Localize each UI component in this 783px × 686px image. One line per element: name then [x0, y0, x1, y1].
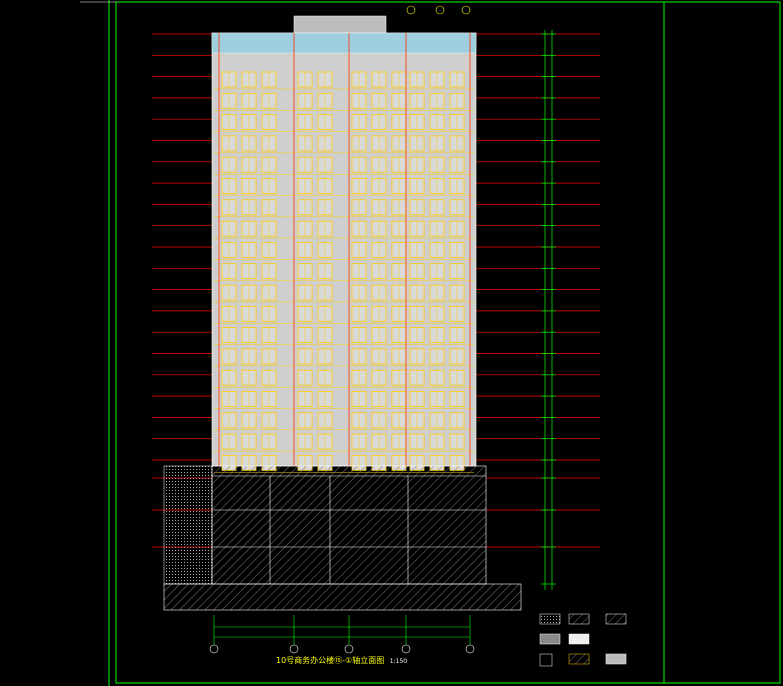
- material-swatch-4: [539, 633, 561, 645]
- bottom-dimension-chain: [213, 615, 471, 645]
- roof-parapet: [293, 15, 387, 34]
- material-swatch-5: [568, 633, 590, 645]
- material-swatch-7: [539, 653, 553, 667]
- drawing-title: 10号商务办公楼⑮-①轴立面图 1:150: [276, 655, 407, 666]
- roof-band: [211, 32, 477, 54]
- podium-left-wing: [163, 465, 213, 585]
- window-grid: [214, 71, 474, 473]
- drawing-title-text: 10号商务办公楼⑮-①轴立面图: [276, 656, 385, 665]
- top-axis-bubbles: [406, 5, 471, 15]
- material-swatch-2: [568, 613, 590, 625]
- podium-grid: [212, 475, 486, 584]
- ground-slab: [163, 583, 522, 611]
- drawing-scale: 1:150: [389, 658, 408, 665]
- legend-panel: [539, 613, 627, 667]
- axis-bubbles: [209, 644, 475, 654]
- podium-base: [211, 465, 487, 585]
- right-dimension-chain: [541, 30, 556, 590]
- level-lines: [152, 33, 600, 548]
- column-lines: [218, 33, 471, 466]
- drawing-frame: [115, 1, 781, 684]
- material-swatch-8: [605, 653, 627, 665]
- material-swatch-3: [605, 613, 627, 625]
- material-swatch-6: [568, 653, 590, 665]
- material-swatch-1: [539, 613, 561, 625]
